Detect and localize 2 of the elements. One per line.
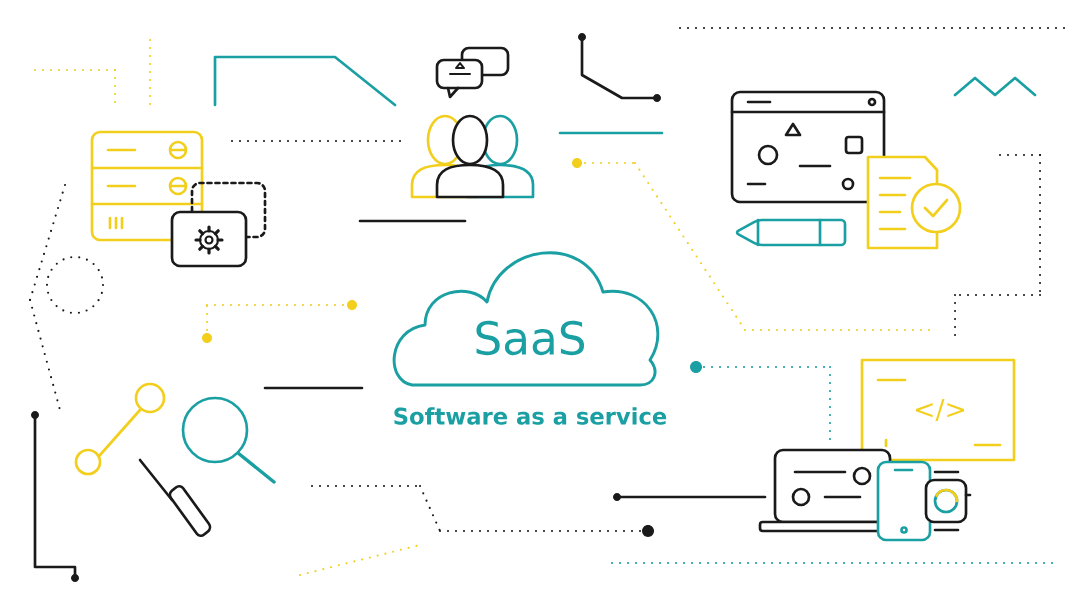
code-window-drawing: </> — [860, 358, 1016, 462]
caption-text: Software as a service — [394, 407, 667, 425]
